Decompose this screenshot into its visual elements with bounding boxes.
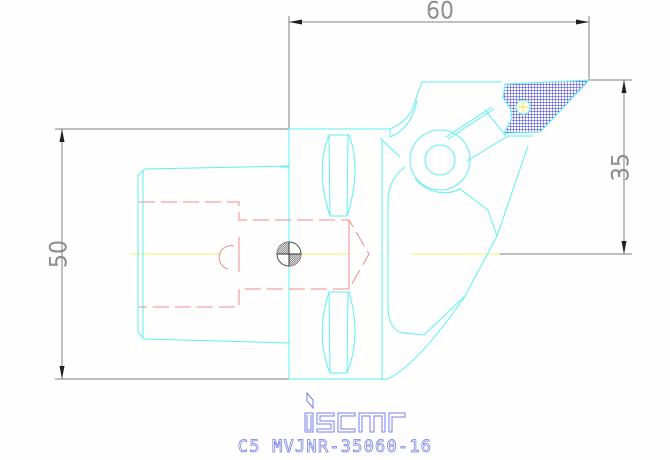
arrowhead-icon [289, 19, 302, 25]
arrowhead-icon [621, 241, 627, 254]
arrowhead-icon [59, 129, 65, 142]
part-number-caption: C5 MVJNR-35060-16 [237, 437, 433, 458]
iscar-logo [304, 391, 406, 433]
arrowhead-icon [621, 80, 627, 93]
dimension-60-label: 60 [426, 0, 454, 24]
dimension-35 [500, 79, 632, 255]
dimension-35-label: 35 [609, 153, 634, 181]
hidden-arc [218, 245, 235, 270]
center-mark-icon [276, 241, 302, 267]
head-outline [289, 81, 533, 380]
arrowhead-icon [576, 19, 589, 25]
dimension-60 [288, 16, 590, 128]
dimension-50-label: 50 [47, 240, 72, 268]
hidden-bore [139, 201, 370, 308]
cutting-insert [502, 79, 591, 134]
dimension-50 [55, 128, 289, 380]
arrowhead-icon [59, 366, 65, 379]
clamp-lobes [321, 134, 356, 374]
